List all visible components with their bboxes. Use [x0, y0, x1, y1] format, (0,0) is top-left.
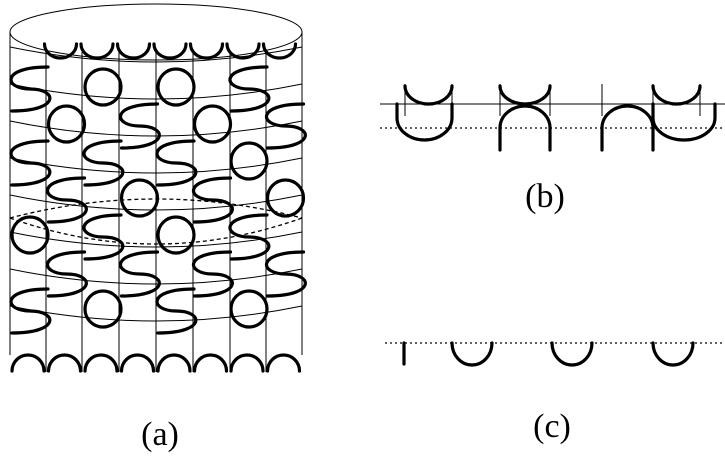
panel-b-grid	[404, 84, 701, 116]
cylinder-s-curve	[228, 213, 271, 261]
panel-a-cylinder	[9, 3, 307, 373]
panel-c-cup-2	[550, 341, 594, 367]
cylinder-loop	[46, 104, 87, 144]
cylinder-loop	[229, 141, 269, 181]
cylinder-loop	[83, 289, 123, 329]
cylinder-loop	[83, 67, 123, 107]
cylinder-loop	[265, 178, 306, 218]
panel-b-upper-cup	[498, 84, 552, 106]
cylinder-s-curve	[46, 176, 88, 224]
cylinder-s-curve	[192, 250, 234, 298]
panel-b-lower-cup	[651, 102, 717, 142]
cylinder-s-curve	[9, 139, 52, 187]
cylinder-loop	[156, 67, 196, 107]
panel-b-upper-cup	[403, 84, 454, 106]
cylinder-bottom-cap	[46, 353, 83, 373]
panel-b-caption: (b)	[525, 178, 565, 215]
cylinder-s-curve	[9, 65, 52, 113]
cylinder-loop	[119, 178, 160, 218]
cylinder-s-curve	[192, 176, 234, 224]
cylinder-grid-row	[9, 157, 303, 174]
panel-b-upper-cup	[651, 84, 702, 106]
panel-c	[385, 341, 725, 367]
cylinder-s-curve	[9, 287, 52, 335]
cylinder-top-cup	[152, 42, 188, 60]
cylinder-s-curve	[155, 287, 198, 335]
cylinder-s-curve	[119, 102, 161, 150]
panel-b	[380, 84, 725, 152]
cylinder-top-cup	[79, 42, 115, 60]
cylinder-grid-row	[9, 268, 303, 285]
cylinder-s-curve	[265, 102, 307, 150]
cylinder-loop	[229, 289, 269, 329]
cylinder-loop	[156, 215, 196, 255]
cylinder-s-curve	[155, 139, 198, 187]
cylinder-bottom-cap	[192, 353, 229, 373]
cylinder-bottom-cap	[229, 353, 265, 373]
panel-c-cup-1	[450, 341, 494, 367]
cylinder-top-cup	[261, 42, 298, 60]
cylinder-loop	[192, 104, 233, 144]
cylinder-s-curve	[228, 65, 271, 113]
cylinder-top-cup	[225, 42, 261, 60]
cylinder-curves	[9, 42, 307, 373]
cylinder-bottom-cap	[156, 353, 192, 373]
panel-a-caption: (a)	[141, 416, 179, 453]
cylinder-s-curve	[265, 250, 307, 298]
cylinder-grid-row	[9, 194, 303, 211]
cylinder-s-curve	[82, 139, 125, 187]
cylinder-top-cup	[42, 42, 79, 60]
cylinder-grid-row	[9, 305, 303, 322]
cylinder-top-cup	[188, 42, 225, 60]
cylinder-s-curve	[82, 213, 125, 261]
cylinder-bottom-cap	[119, 353, 156, 373]
panel-b-lower-cup	[395, 102, 454, 142]
cylinder-loop	[10, 215, 50, 255]
cylinder-bottom-cap	[265, 353, 302, 373]
panel-b-cap	[498, 104, 552, 152]
cylinder-bottom-cap	[83, 353, 119, 373]
cylinder-s-curve	[119, 250, 161, 298]
panel-b-curves	[395, 84, 717, 152]
cylinder-top-cup	[115, 42, 152, 60]
cylinder-s-curve	[46, 250, 88, 298]
cylinder-bottom-cap	[10, 353, 46, 373]
panel-c-cup-3	[651, 341, 695, 367]
panel-b-cap	[600, 104, 655, 152]
panel-c-caption: (c)	[533, 408, 571, 445]
